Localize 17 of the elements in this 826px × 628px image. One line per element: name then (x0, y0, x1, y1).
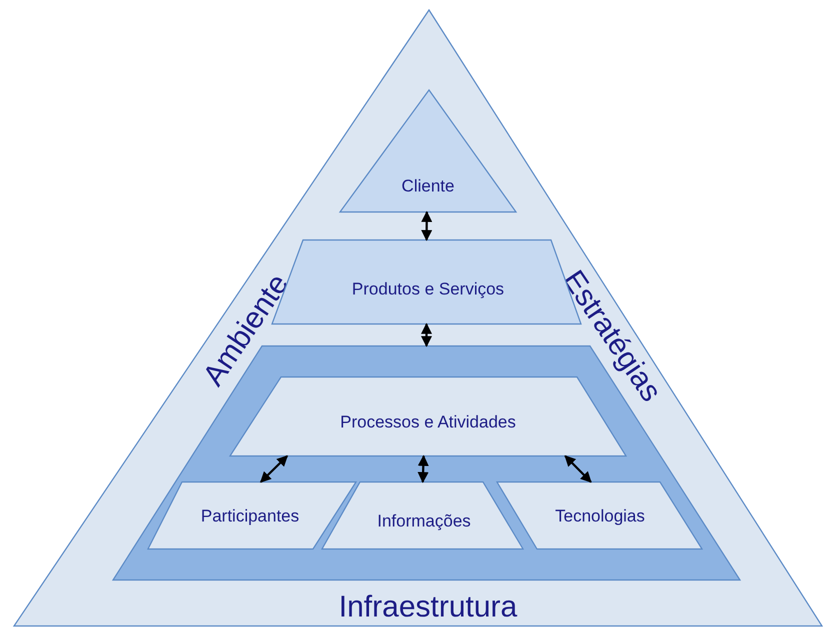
layer-label: Participantes (200, 508, 300, 526)
double-arrow (418, 454, 429, 484)
layer-label: Processos e Atividades (340, 414, 516, 432)
layer-label: Produtos e Serviços (352, 280, 504, 300)
layer-label: Informações (377, 512, 471, 532)
base-label: Infraestrutura (338, 590, 518, 624)
trapezoid-layer (322, 482, 523, 549)
double-arrow (564, 455, 592, 483)
double-arrow (421, 322, 432, 348)
layer-label: Cliente (402, 178, 454, 196)
double-arrow (260, 455, 288, 483)
triangle-layer (340, 90, 516, 212)
double-arrow (421, 210, 432, 242)
pyramid-shape (14, 10, 822, 626)
layer-label: Tecnologias (555, 508, 645, 526)
parallelogram-layer (148, 482, 356, 549)
parallelogram-layer (497, 482, 702, 549)
